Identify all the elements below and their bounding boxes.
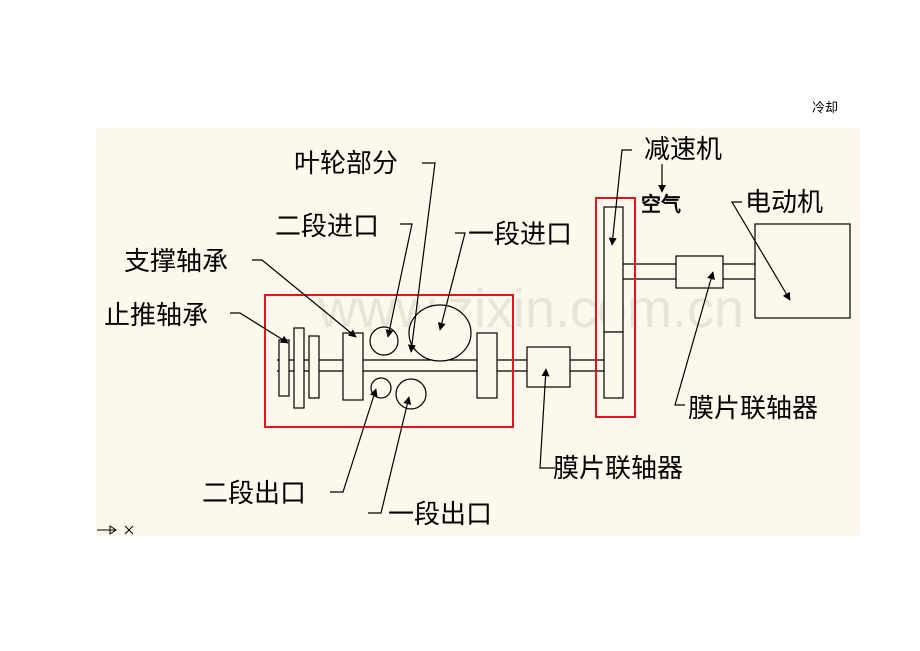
label-stage2-inlet: 二段进口: [275, 212, 379, 242]
support-bearing-left: [342, 332, 364, 401]
gearbox-shape: [603, 206, 624, 399]
label-stage1-outlet: 一段出口: [388, 500, 492, 530]
leader-lines: [230, 149, 791, 514]
label-diaphragm-coupling-1: 膜片联轴器: [553, 454, 683, 484]
gearbox-highlight-box: [595, 197, 636, 418]
label-cooling: 冷却: [812, 101, 838, 116]
label-diaphragm-coupling-2: 膜片联轴器: [688, 394, 818, 424]
support-bearing-right: [476, 332, 498, 399]
label-stage1-inlet: 一段进口: [468, 220, 572, 250]
label-stage2-outlet: 二段出口: [202, 479, 306, 509]
label-motor: 电动机: [745, 188, 823, 218]
label-air: 空气: [641, 192, 681, 216]
label-impeller: 叶轮部分: [294, 149, 398, 179]
ucs-axis-icon: [97, 525, 134, 535]
drawing-canvas: [96, 128, 860, 536]
motor-box: [754, 223, 851, 319]
label-gearbox: 减速机: [644, 135, 722, 165]
diaphragm-coupling-1: [526, 346, 571, 388]
label-support-bearing: 支撑轴承: [124, 247, 228, 277]
label-thrust-bearing: 止推轴承: [104, 301, 208, 331]
thrust-bearing-parts: [278, 327, 320, 409]
diaphragm-coupling-2: [675, 255, 724, 289]
compressor-highlight-box: [264, 294, 514, 428]
